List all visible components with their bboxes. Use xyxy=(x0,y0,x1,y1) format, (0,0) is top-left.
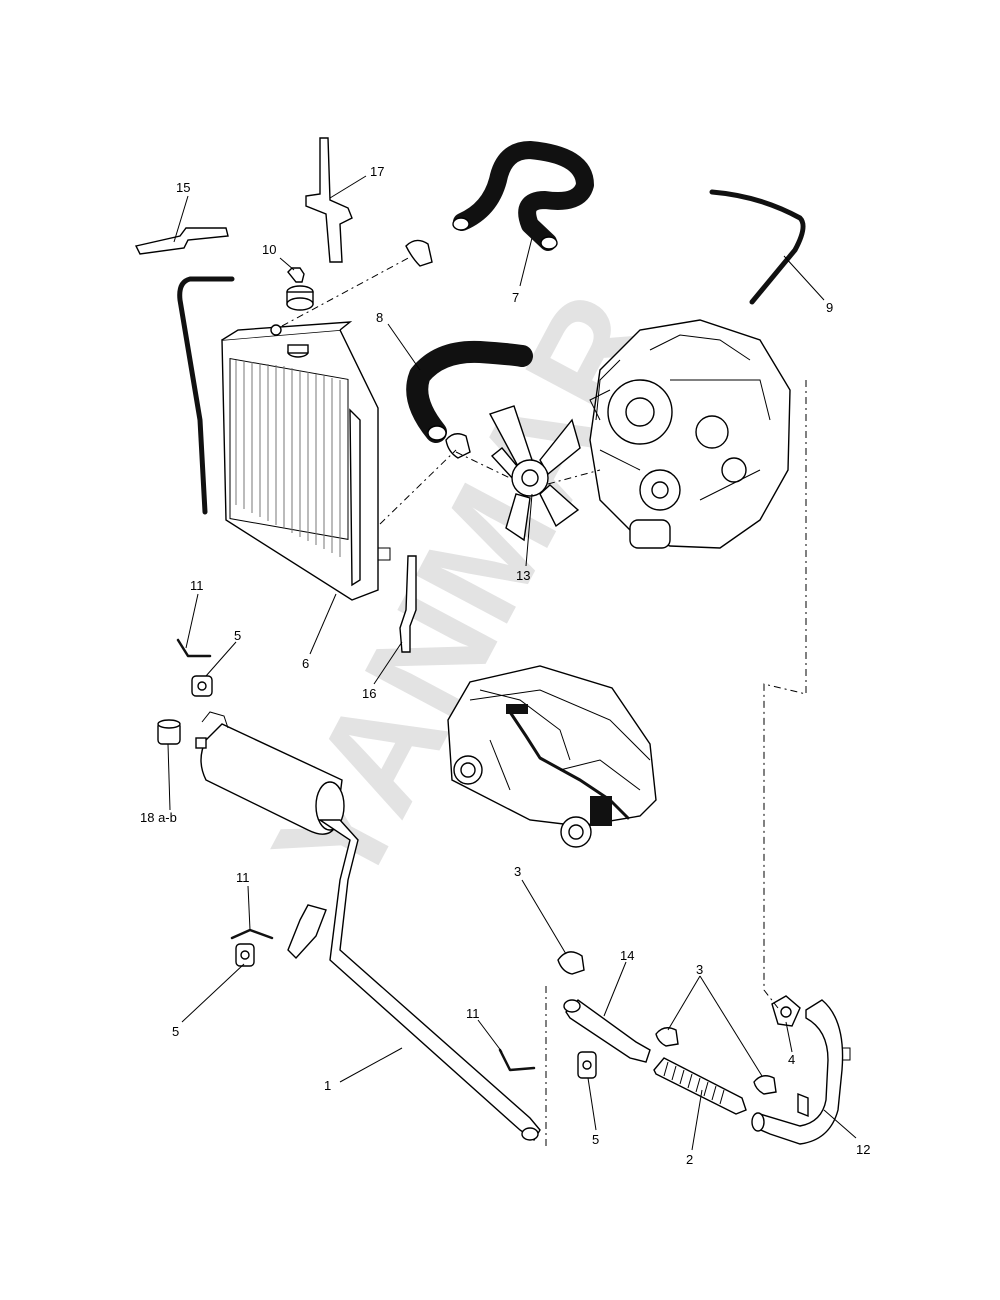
hose-clamp-upper xyxy=(405,239,433,267)
clamp-3-left xyxy=(655,1027,679,1047)
hanger-11-top xyxy=(176,638,212,658)
callout-11-right: 11 xyxy=(466,1006,480,1021)
cooling-fan-13 xyxy=(488,405,581,542)
callout-12: 12 xyxy=(856,1142,870,1157)
callout-2: 2 xyxy=(686,1152,693,1167)
callout-18: 18 a-b xyxy=(140,810,177,825)
callout-6: 6 xyxy=(302,656,309,671)
callout-5-top: 5 xyxy=(234,628,241,643)
front-pipe-12 xyxy=(751,999,851,1145)
sleeve-18 xyxy=(157,719,181,745)
callout-14: 14 xyxy=(620,948,634,963)
callout-8: 8 xyxy=(376,310,383,325)
rubber-mount-5-right xyxy=(577,1051,597,1079)
pipe-14 xyxy=(563,999,651,1063)
assembly-guide-lines xyxy=(281,255,807,1150)
upper-hose-7 xyxy=(452,141,594,251)
callout-11-top: 11 xyxy=(190,578,204,593)
callout-9: 9 xyxy=(826,300,833,315)
clamp-3-right xyxy=(753,1075,777,1095)
callout-3-right: 3 xyxy=(696,962,703,977)
gasket-4 xyxy=(771,995,801,1027)
callout-15: 15 xyxy=(176,180,190,195)
radiator-cap-10 xyxy=(286,267,314,311)
lower-hose-8 xyxy=(406,340,533,443)
hanger-11-right xyxy=(498,1048,536,1072)
bracket-16 xyxy=(399,555,417,653)
hose-9 xyxy=(709,189,806,305)
callout-13: 13 xyxy=(516,568,530,583)
callout-1: 1 xyxy=(324,1078,331,1093)
bracket-17 xyxy=(305,137,353,263)
callout-11-middle: 11 xyxy=(236,870,250,885)
muffler-assembly-1 xyxy=(195,711,541,1142)
hanger-11-middle xyxy=(230,928,274,940)
callout-5-middle: 5 xyxy=(172,1024,179,1039)
clamp-3-middle xyxy=(557,951,585,975)
callout-10: 10 xyxy=(262,242,276,257)
radiator xyxy=(221,321,391,601)
rubber-mount-5-top xyxy=(191,675,213,697)
flex-pipe-2 xyxy=(653,1057,747,1115)
callouts: 15 17 10 7 9 8 13 6 16 11 5 18 a-b 11 5 … xyxy=(140,164,870,1167)
callout-3-middle: 3 xyxy=(514,864,521,879)
vehicle-illustration xyxy=(447,665,657,848)
hose-clamp-lower xyxy=(445,433,471,459)
leader-lines xyxy=(167,175,857,1151)
callout-16: 16 xyxy=(362,686,376,701)
rubber-mount-5-middle xyxy=(235,943,255,967)
callout-17: 17 xyxy=(370,164,384,179)
engine xyxy=(589,319,791,549)
bracket-15 xyxy=(134,227,229,255)
callout-7: 7 xyxy=(512,290,519,305)
callout-4: 4 xyxy=(788,1052,795,1067)
callout-5-right: 5 xyxy=(592,1132,599,1147)
